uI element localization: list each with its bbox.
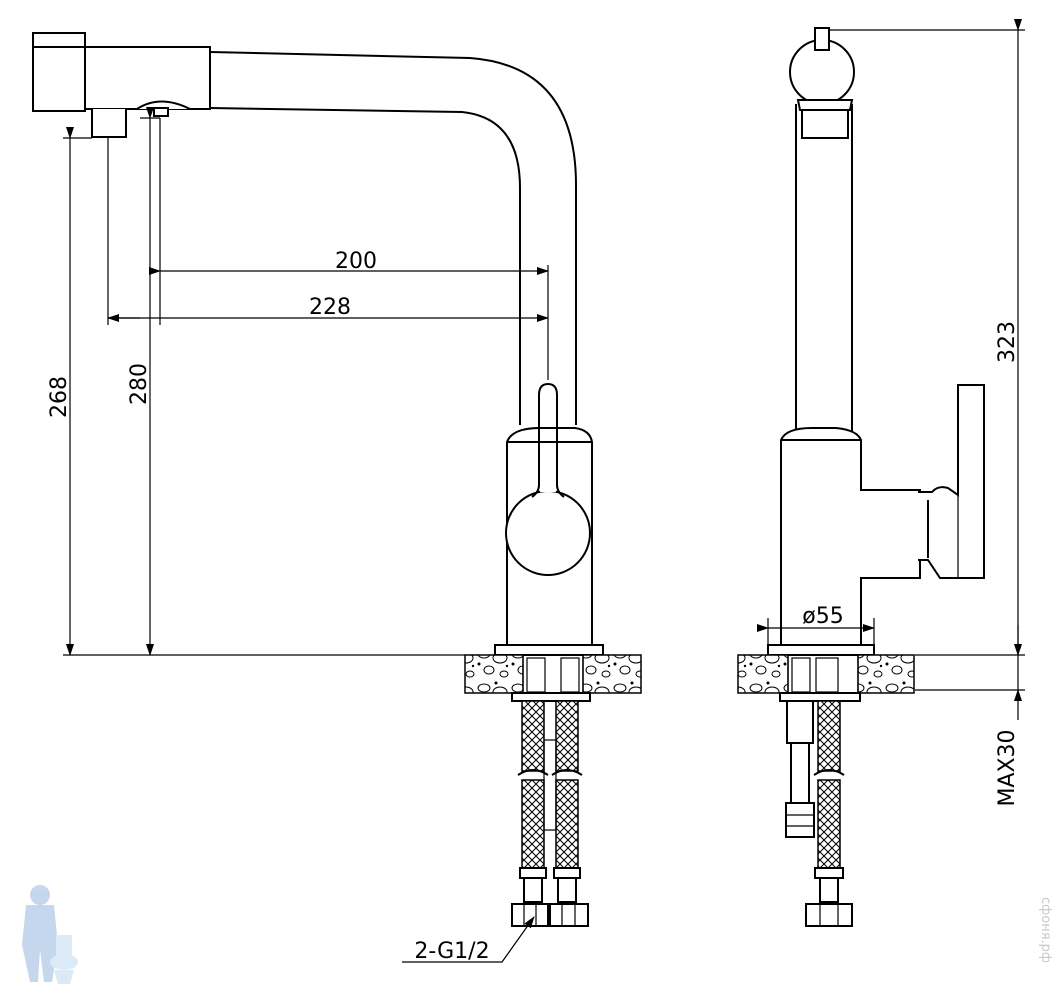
spout-head: [32, 32, 211, 138]
thread-spec-label: 2-G1/2: [414, 939, 489, 964]
counter-section-right: [582, 654, 642, 694]
dim-200-label: 200: [335, 249, 377, 274]
front-view: [32, 32, 642, 927]
supply-hoses: [511, 700, 589, 927]
dim-diameter-label: ø55: [802, 604, 843, 629]
plumber-logo: [22, 885, 78, 984]
spout-arm-inner: [209, 107, 521, 425]
side-view: [737, 27, 985, 927]
dim-268-label: 268: [47, 376, 72, 418]
dim-228-label: 228: [309, 295, 351, 320]
dim-max30-label: MAX30: [995, 729, 1020, 806]
dim-323-label: 323: [995, 321, 1020, 363]
spout-arm-outer: [209, 51, 577, 425]
base-flange: [494, 644, 604, 656]
side-counter-right: [857, 654, 915, 694]
dim-280-label: 280: [127, 363, 152, 405]
side-lever: [918, 384, 985, 579]
lever-handle: [505, 382, 591, 576]
watermark-text: сфоня.рф: [1038, 897, 1053, 963]
dimension-lines: [63, 19, 1025, 963]
counter-section-left: [464, 654, 524, 694]
side-counter-left: [737, 654, 789, 694]
